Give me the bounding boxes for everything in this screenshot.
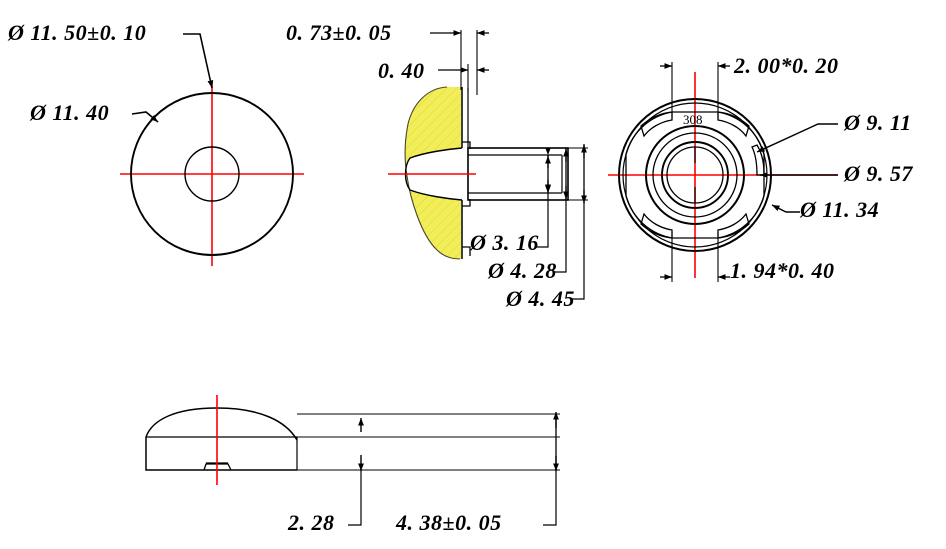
label-slot-bottom: 1. 94*0. 40 [730,258,835,283]
profile-body [145,437,297,471]
section-shank-outer [467,147,569,201]
label-notch-diameter: Ø 9. 11 [844,110,912,135]
rear-ring-mid [652,132,738,218]
rear-lobe-group [640,111,750,239]
rear-lobe-tr [717,111,750,138]
label-outer-diameter-front: Ø 11. 50±0. 10 [8,20,147,45]
section-head-outline [404,86,461,260]
leader-notch-diameter [756,123,838,153]
rear-lobe-br [717,212,750,239]
view-rear-circular [608,62,838,282]
section-notch-lower [462,199,471,207]
leader-outer-diameter-rear [771,204,800,213]
dim-leader-228 [348,470,362,526]
label-flange-thickness: 0. 40 [378,58,425,83]
dim-leader-445 [571,204,585,300]
dim-leader-438 [543,470,557,526]
rear-lobe-bl [640,212,673,239]
view-side-profile [145,395,560,526]
label-slot-top: 2. 00*0. 20 [734,53,839,78]
label-total-height: 4. 38±0. 05 [396,510,502,535]
outer-circle [130,92,294,256]
label-bore-mid: Ø 4. 28 [488,258,557,283]
label-dome-height: 2. 28 [288,510,335,535]
view-front-circular [120,33,304,266]
leader-inner-step-diameter [131,111,159,123]
dim-leader-428 [553,200,567,273]
profile-dome [145,407,298,441]
label-outer-diameter-rear: Ø 11. 34 [800,197,880,222]
label-ring-diameter: Ø 9. 57 [844,161,913,186]
leader-outer-diameter [183,33,214,89]
dim-leader-316 [535,193,549,248]
inner-circle [184,146,240,202]
label-inner-step-diameter-front: Ø 11. 40 [30,100,110,125]
rear-lobe-tl [640,111,673,138]
rear-ring-inner [661,141,729,209]
rear-notch-right [751,144,765,176]
label-bore-small: Ø 3. 16 [470,230,539,255]
section-notch-upper [462,141,471,149]
section-notch-bottom [462,246,471,256]
label-bore-large: Ø 4. 45 [506,286,575,311]
label-part-marking: 308 [683,112,703,127]
label-head-height: 0. 73±0. 05 [286,20,392,45]
view-cross-section [388,30,588,300]
rear-ring-outer [645,125,745,225]
